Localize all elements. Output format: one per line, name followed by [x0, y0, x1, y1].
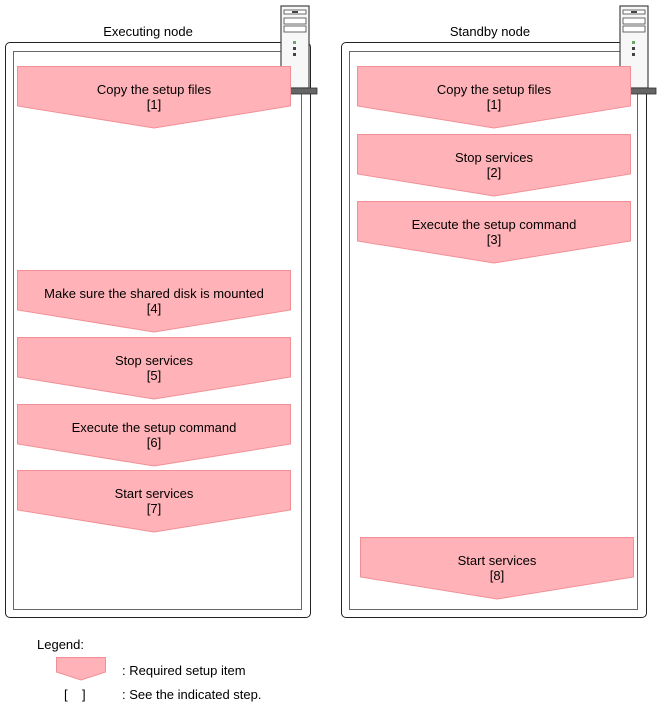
- exec-step-execute-setup-command: Execute the setup command[6]: [17, 404, 291, 468]
- step-label: Copy the setup files: [96, 82, 212, 97]
- executing-node-frame: [5, 42, 311, 618]
- step-label: Stop services: [114, 353, 194, 368]
- standby-server-icon: [611, 5, 657, 102]
- step-label: Start services: [457, 553, 537, 568]
- executing-node-title: Executing node: [103, 24, 193, 39]
- step-label: Stop services: [454, 150, 534, 165]
- standby-node-frame: [341, 42, 647, 618]
- standby-node-title: Standby node: [449, 24, 531, 39]
- step-ref: [6]: [146, 435, 162, 450]
- legend-bracket-symbol: [ ]: [64, 687, 86, 702]
- exec-step-copy-setup-files: Copy the setup files[1]: [17, 66, 291, 130]
- step-label: Execute the setup command: [411, 217, 577, 232]
- step-label: Execute the setup command: [71, 420, 237, 435]
- step-ref: [5]: [146, 368, 162, 383]
- legend-title: Legend:: [37, 637, 84, 652]
- legend-bracket-desc: : See the indicated step.: [122, 687, 262, 702]
- step-label: Make sure the shared disk is mounted: [44, 286, 264, 301]
- standby-step-start-services: Start services[8]: [360, 537, 634, 601]
- step-label: Copy the setup files: [436, 82, 552, 97]
- step-ref: [2]: [486, 165, 502, 180]
- step-ref: [1]: [486, 97, 502, 112]
- legend-required-desc: : Required setup item: [122, 663, 246, 678]
- executing-node-panel: [13, 51, 302, 610]
- exec-step-check-shared-disk: Make sure the shared disk is mounted[4]: [17, 270, 291, 334]
- step-ref: [7]: [146, 501, 162, 516]
- legend-required-swatch: [56, 657, 106, 686]
- exec-step-start-services: Start services[7]: [17, 470, 291, 534]
- step-ref: [4]: [146, 301, 162, 316]
- standby-node-panel: [349, 51, 638, 610]
- standby-step-stop-services: Stop services[2]: [357, 134, 631, 198]
- standby-step-execute-setup-command: Execute the setup command[3]: [357, 201, 631, 265]
- step-ref: [1]: [146, 97, 162, 112]
- step-label: Start services: [114, 486, 194, 501]
- step-ref: [8]: [489, 568, 505, 583]
- step-ref: [3]: [486, 232, 502, 247]
- standby-step-copy-setup-files: Copy the setup files[1]: [357, 66, 631, 130]
- exec-step-stop-services: Stop services[5]: [17, 337, 291, 401]
